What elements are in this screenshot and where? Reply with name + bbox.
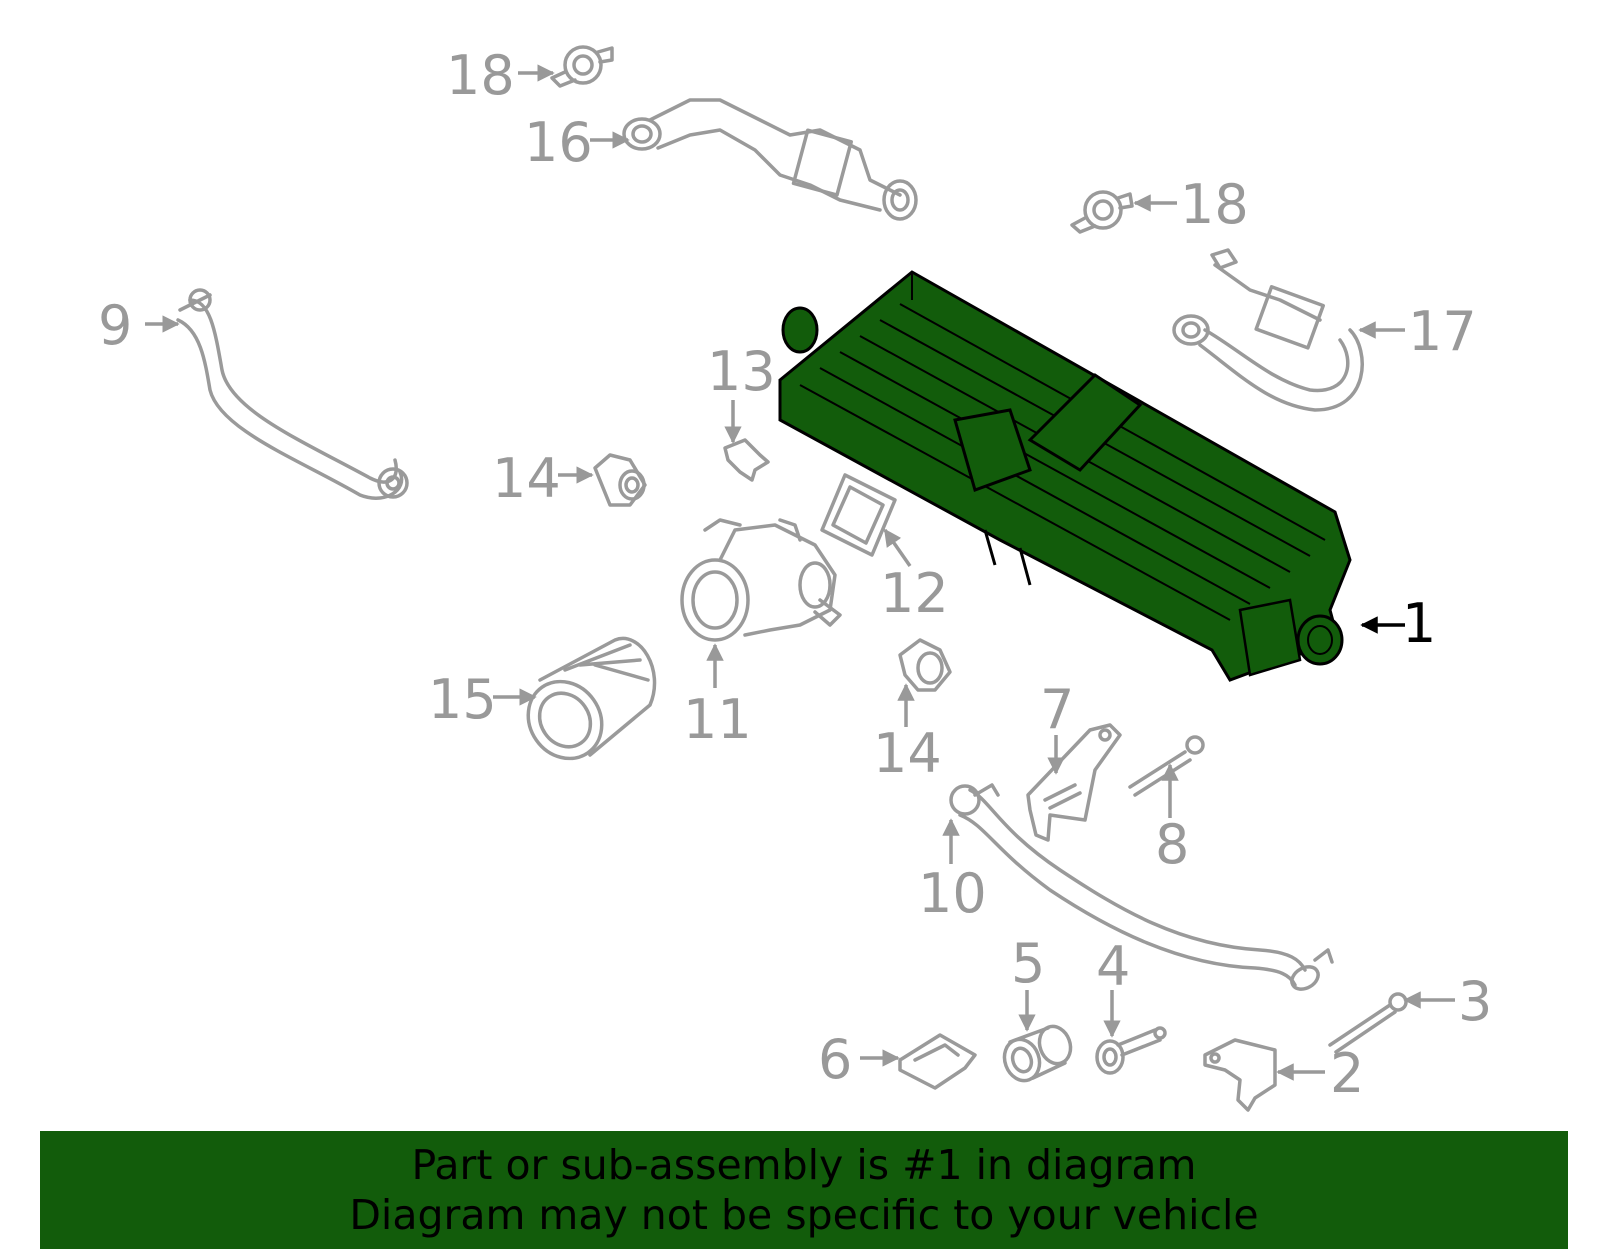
callout-13: 13 <box>707 340 776 403</box>
callout-5: 5 <box>1011 932 1045 995</box>
hose-part-9[interactable] <box>176 288 409 500</box>
callout-15: 15 <box>428 668 497 731</box>
hose-part-10[interactable] <box>949 783 1334 994</box>
callout-14-left: 14 <box>492 447 561 510</box>
banner-line-1: Part or sub-assembly is #1 in diagram <box>411 1141 1197 1189</box>
clip-part-6[interactable] <box>898 1033 977 1090</box>
callout-18-right: 18 <box>1180 173 1249 236</box>
callout-4: 4 <box>1096 935 1130 998</box>
callout-6: 6 <box>818 1028 852 1091</box>
callout-17: 17 <box>1408 300 1477 363</box>
callout-14-lower: 14 <box>873 722 942 785</box>
hose-part-16[interactable] <box>622 98 918 221</box>
leader-arrows <box>145 64 1455 1081</box>
callout-11: 11 <box>683 688 752 751</box>
callout-3: 3 <box>1458 970 1492 1033</box>
callout-18-top: 18 <box>446 44 515 107</box>
boot-part-15[interactable] <box>513 636 657 772</box>
callout-9: 9 <box>98 294 132 357</box>
callout-8: 8 <box>1155 813 1189 876</box>
callout-12: 12 <box>880 562 949 625</box>
bolt-part-4[interactable] <box>1095 1026 1167 1075</box>
sensor-part-14-lower[interactable] <box>898 638 952 692</box>
callout-labels: 1 2 3 4 5 6 7 8 9 10 11 12 13 14 14 15 1… <box>98 44 1492 1105</box>
bolt-part-8[interactable] <box>1128 735 1205 797</box>
bracket-part-7[interactable] <box>1026 723 1122 842</box>
callout-10: 10 <box>918 862 987 925</box>
banner-line-2: Diagram may not be specific to your vehi… <box>349 1191 1259 1239</box>
clip-part-18-right[interactable] <box>1070 190 1134 234</box>
hose-part-17[interactable] <box>1172 248 1364 412</box>
sensor-part-14-left[interactable] <box>593 453 647 507</box>
callout-16: 16 <box>524 111 593 174</box>
bracket-part-2[interactable] <box>1203 1038 1277 1112</box>
callout-2: 2 <box>1330 1042 1364 1105</box>
clip-part-13[interactable] <box>723 438 770 482</box>
notice-banner: Part or sub-assembly is #1 in diagram Di… <box>40 1131 1568 1249</box>
callout-1: 1 <box>1402 592 1436 655</box>
intercooler-part-1[interactable] <box>778 270 1352 682</box>
throttle-body-part-11[interactable] <box>680 518 842 642</box>
gasket-part-12[interactable] <box>820 473 897 557</box>
callout-7: 7 <box>1040 678 1074 741</box>
bushing-part-5[interactable] <box>999 1022 1076 1086</box>
clip-part-18-top[interactable] <box>550 45 614 88</box>
